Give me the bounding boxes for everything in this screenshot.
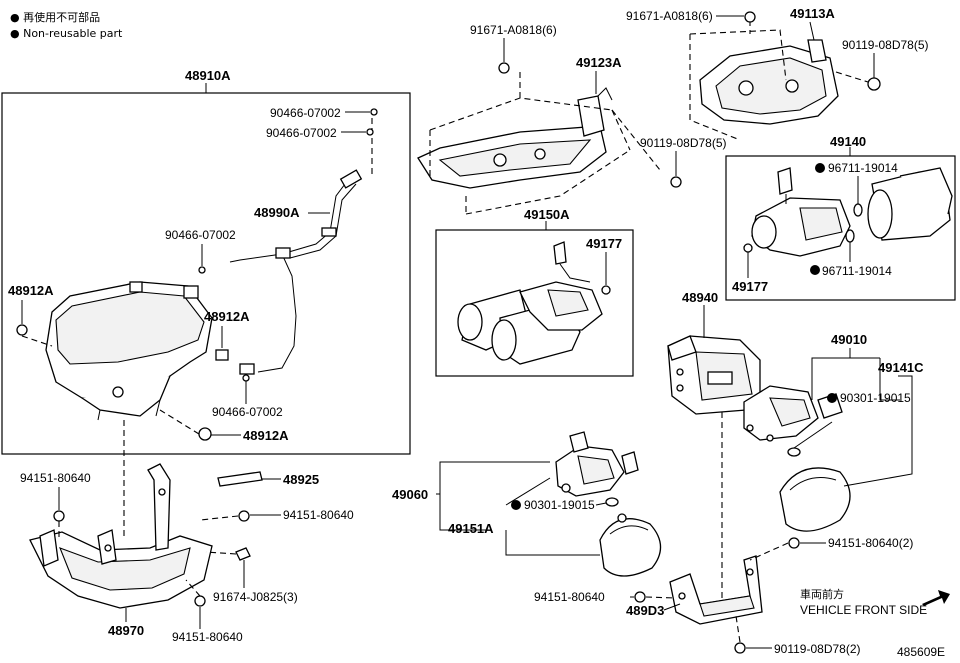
reservoir-tank[interactable]: [45, 281, 213, 421]
group-49140: 49140 96711-19014 96711-19014 49177: [725, 134, 956, 301]
label-49010[interactable]: 49010: [831, 332, 867, 347]
legend-en: ● Non-reusable part: [10, 27, 123, 40]
label-96711-19014-a[interactable]: 96711-19014: [828, 161, 898, 175]
grommet-48912A-left[interactable]: [16, 324, 28, 336]
label-90466-07002-c[interactable]: 90466-07002: [165, 228, 236, 242]
legend-jp: ● 再使用不可部品: [10, 10, 100, 24]
bolt-91671-A0818-b[interactable]: [744, 11, 756, 23]
label-48925[interactable]: 48925: [283, 472, 319, 487]
cover-49141C[interactable]: [779, 467, 851, 532]
pump-motor-49150A[interactable]: [457, 241, 603, 365]
bolt-91671-A0818-a[interactable]: [498, 62, 510, 74]
group-48940: 48940: [667, 290, 761, 600]
label-49177-b[interactable]: 49177: [732, 279, 768, 294]
group-49150A: 49150A 49177: [435, 207, 634, 377]
label-48912A-mid[interactable]: 48912A: [204, 309, 250, 324]
label-90466-07002-b[interactable]: 90466-07002: [266, 126, 337, 140]
label-48990A[interactable]: 48990A: [254, 205, 300, 220]
label-94151-80640-c[interactable]: 94151-80640: [172, 630, 243, 644]
label-49060[interactable]: 49060: [392, 487, 428, 502]
front-arrow-icon: [922, 590, 950, 606]
group-box-48910A: [1, 92, 411, 455]
grommet-48912A-bottom[interactable]: [198, 427, 212, 441]
label-90119-08D78-b[interactable]: 90119-08D78(5): [640, 136, 727, 150]
front-label-en: VEHICLE FRONT SIDE: [800, 603, 927, 617]
label-49150A[interactable]: 49150A: [524, 207, 570, 222]
label-48912A-left[interactable]: 48912A: [8, 283, 54, 298]
label-96711-19014-b[interactable]: 96711-19014: [822, 264, 892, 278]
group-48970: 94151-80640 48925 94151-80640 91674-J082…: [20, 420, 354, 644]
label-94151-80640-e[interactable]: 94151-80640: [534, 590, 605, 604]
bracket-49113A[interactable]: [699, 39, 839, 125]
bracket-489D3[interactable]: [669, 555, 763, 625]
bracket-49123A[interactable]: [417, 87, 613, 189]
group-box-49150A: [435, 229, 634, 377]
label-48940[interactable]: 48940: [682, 290, 718, 305]
label-48912A-bottom[interactable]: 48912A: [243, 428, 289, 443]
nut-94151-80640-d[interactable]: [788, 537, 800, 549]
label-91671-A0818-a[interactable]: 91671-A0818(6): [470, 23, 557, 37]
group-49060: 49060 49151A 90301-19015: [392, 431, 662, 577]
nut-94151-80640-a[interactable]: [53, 510, 65, 522]
actuator-48940[interactable]: [667, 335, 761, 415]
label-90119-08D78-c[interactable]: 90119-08D78(2): [774, 642, 861, 656]
label-49151A[interactable]: 49151A: [448, 521, 494, 536]
bolt-90119-08D78-c[interactable]: [734, 642, 746, 654]
bracket-48970[interactable]: [29, 463, 213, 609]
part-48925[interactable]: [217, 471, 263, 487]
pump-motor-49140[interactable]: [751, 167, 953, 257]
bolt-91674-J0825[interactable]: [235, 547, 251, 561]
label-90301-19015-b[interactable]: 90301-19015: [524, 498, 595, 512]
label-90301-19015-a[interactable]: 90301-19015: [840, 391, 911, 405]
label-94151-80640-a[interactable]: 94151-80640: [20, 471, 91, 485]
label-489D3[interactable]: 489D3: [626, 603, 664, 618]
label-49177-a[interactable]: 49177: [586, 236, 622, 251]
label-91671-A0818-b[interactable]: 91671-A0818(6): [626, 9, 713, 23]
grommet-48912A-mid[interactable]: [215, 349, 229, 361]
group-49123A: 91671-A0818(6) 49123A 90119-08D78(5): [417, 23, 727, 215]
nut-94151-80640-e[interactable]: [634, 591, 646, 603]
oring-90301-19015-a[interactable]: [787, 447, 801, 457]
label-48970[interactable]: 48970: [108, 623, 144, 638]
label-49140[interactable]: 49140: [830, 134, 866, 149]
nut-94151-80640-c[interactable]: [194, 595, 206, 607]
group-49113A: 91671-A0818(6) 49113A 90119-08D78(5): [626, 6, 929, 141]
oring-90301-19015-b[interactable]: [605, 497, 619, 507]
vehicle-front-indicator: 車両前方 VEHICLE FRONT SIDE: [800, 587, 950, 617]
label-49113A[interactable]: 49113A: [790, 6, 835, 21]
label-48910A[interactable]: 48910A: [185, 68, 231, 83]
bolt-90119-08D78-a[interactable]: [867, 77, 881, 91]
label-94151-80640-d[interactable]: 94151-80640(2): [828, 536, 913, 550]
legend: ● 再使用不可部品 ● Non-reusable part: [10, 10, 123, 40]
label-49123A[interactable]: 49123A: [576, 55, 622, 70]
group-box-49140: [725, 155, 956, 301]
oring-96711-19014-a[interactable]: [853, 203, 863, 217]
label-90119-08D78-a[interactable]: 90119-08D78(5): [842, 38, 929, 52]
diagram-id: 485609E: [897, 645, 945, 659]
brake-line-48990A[interactable]: [229, 169, 363, 375]
sensor-49010[interactable]: [743, 385, 843, 442]
label-90466-07002-a[interactable]: 90466-07002: [270, 106, 341, 120]
plug-49177-b[interactable]: [743, 243, 753, 253]
group-48910A: 48910A: [1, 68, 411, 455]
label-90466-07002-d[interactable]: 90466-07002: [212, 405, 283, 419]
cover-49151A[interactable]: [599, 518, 662, 577]
group-49010: 49010 49141C 90301-19015: [743, 332, 924, 532]
group-489D3: 94151-80640 489D3 94151-80640(2) 90119-0…: [534, 536, 913, 656]
plug-49177-a[interactable]: [601, 285, 611, 295]
front-label-jp: 車両前方: [800, 587, 844, 601]
label-49141C[interactable]: 49141C: [878, 360, 924, 375]
bolt-90119-08D78-b[interactable]: [670, 176, 682, 188]
nut-94151-80640-b[interactable]: [238, 510, 250, 522]
sensor-49151A[interactable]: [555, 431, 639, 497]
label-94151-80640-b[interactable]: 94151-80640: [283, 508, 354, 522]
label-91674-J0825[interactable]: 91674-J0825(3): [213, 590, 298, 604]
oring-96711-19014-b[interactable]: [845, 229, 855, 243]
